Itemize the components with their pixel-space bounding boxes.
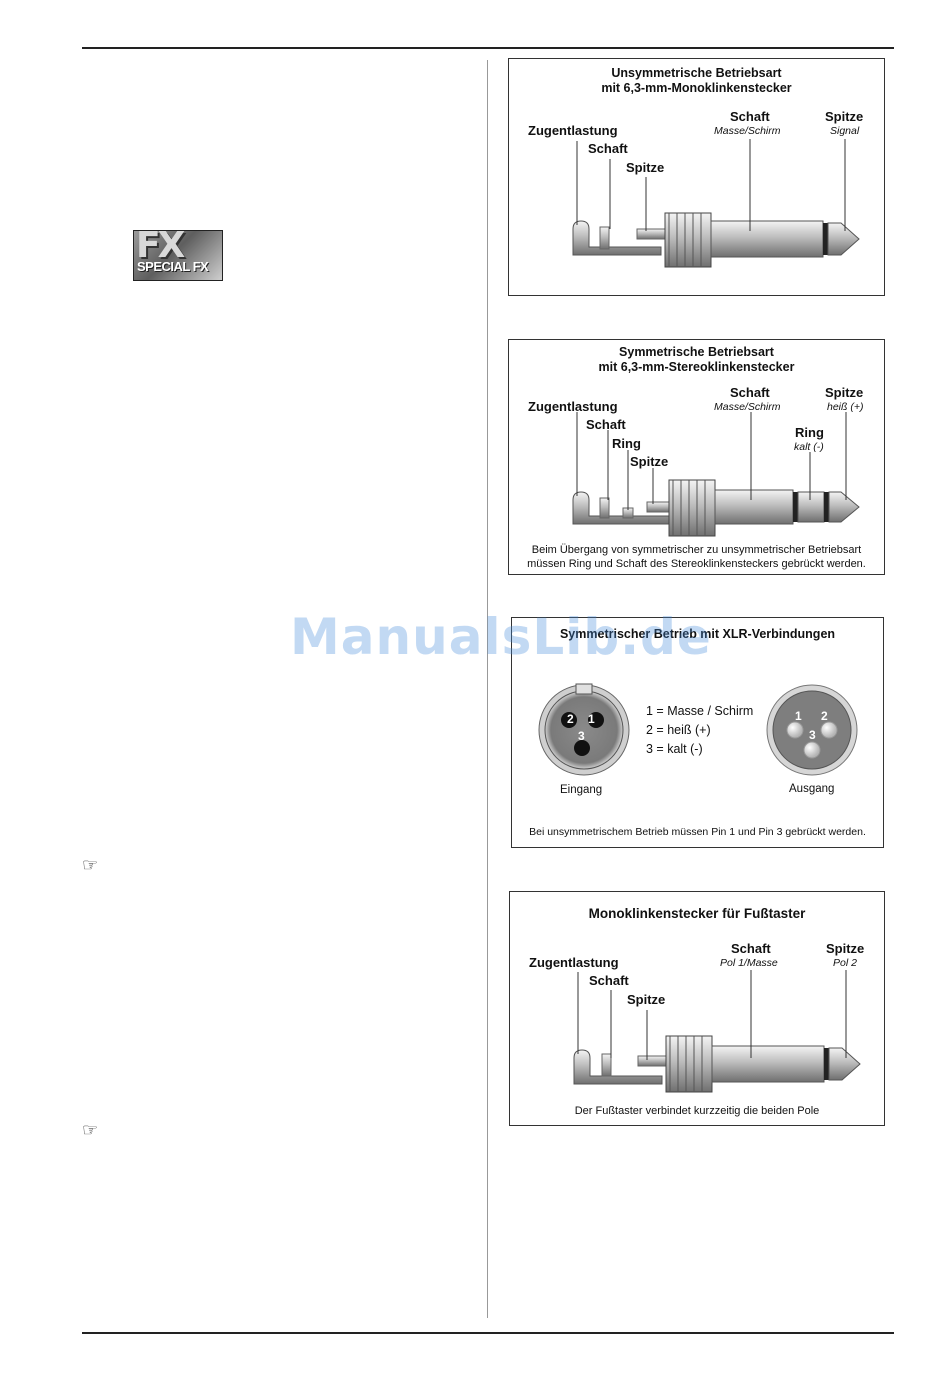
xlr-note: Bei unsymmetrischem Betrieb müssen Pin 1… bbox=[529, 826, 866, 838]
mono-label-zugentlastung: Zugentlastung bbox=[528, 123, 618, 138]
stereo-title-line2: mit 6,3-mm-Stereoklinkenstecker bbox=[598, 360, 795, 374]
xlr-in-pin1: 1 bbox=[588, 712, 595, 726]
xlr-title: Symmetrischer Betrieb mit XLR-Verbindung… bbox=[559, 627, 836, 641]
mono-label-schaft-left: Schaft bbox=[588, 141, 628, 156]
stereo-label-schaft-right: Schaft bbox=[730, 385, 770, 400]
stereo-note-line1: Beim Übergang von symmetrischer zu unsym… bbox=[531, 544, 862, 556]
mono-sub-masse-schirm: Masse/Schirm bbox=[714, 125, 781, 137]
stereo-label-ring-left: Ring bbox=[612, 436, 641, 451]
special-fx-logo: FX SPECIAL FX bbox=[133, 230, 223, 281]
mono-sub-signal: Signal bbox=[830, 125, 860, 137]
xlr-out-pin3: 3 bbox=[809, 728, 816, 742]
mono-label-schaft-right: Schaft bbox=[730, 109, 770, 124]
footswitch-jack-plug-drawing bbox=[573, 970, 861, 1093]
stereo-label-zugentlastung: Zugentlastung bbox=[528, 399, 618, 414]
mono-title-line1: Unsymmetrische Betriebsart bbox=[611, 66, 782, 80]
mono-label-spitze-left: Spitze bbox=[626, 160, 665, 175]
top-rule bbox=[82, 47, 894, 49]
footswitch-label-schaft-right: Schaft bbox=[731, 941, 771, 956]
footswitch-diagram: Monoklinkenstecker für Fußtaster Zugentl… bbox=[509, 891, 885, 1126]
xlr-diagram: Symmetrischer Betrieb mit XLR-Verbindung… bbox=[511, 617, 884, 848]
stereo-title-line1: Symmetrische Betriebsart bbox=[619, 345, 774, 359]
stereo-sub-heiss: heiß (+) bbox=[827, 401, 864, 413]
footswitch-note: Der Fußtaster verbindet kurzzeitig die b… bbox=[574, 1105, 820, 1117]
xlr-connectors-drawing bbox=[538, 683, 858, 776]
mono-jack-diagram: Unsymmetrische Betriebsart mit 6,3-mm-Mo… bbox=[508, 58, 885, 296]
stereo-jack-diagram: Symmetrische Betriebsart mit 6,3-mm-Ster… bbox=[508, 339, 885, 575]
stereo-sub-masse-schirm: Masse/Schirm bbox=[714, 401, 781, 413]
xlr-out-pin2: 2 bbox=[821, 709, 828, 723]
xlr-legend-pin3: 3 = kalt (-) bbox=[646, 742, 703, 756]
logo-fx-text: FX bbox=[136, 230, 185, 266]
pointing-hand-icon: ☞ bbox=[82, 855, 99, 875]
stereo-label-spitze-left: Spitze bbox=[630, 454, 669, 469]
xlr-label-eingang: Eingang bbox=[560, 784, 603, 796]
column-divider bbox=[487, 60, 488, 1318]
logo-special-fx-text: SPECIAL FX bbox=[137, 259, 209, 274]
stereo-label-ring-right: Ring bbox=[795, 425, 824, 440]
mono-jack-plug-drawing bbox=[572, 139, 860, 268]
xlr-label-ausgang: Ausgang bbox=[789, 783, 835, 795]
stereo-jack-plug-drawing bbox=[572, 412, 860, 537]
footswitch-sub-pol2: Pol 2 bbox=[833, 957, 857, 969]
stereo-label-spitze-right: Spitze bbox=[825, 385, 864, 400]
xlr-in-pin3: 3 bbox=[578, 729, 585, 743]
mono-label-spitze-right: Spitze bbox=[825, 109, 864, 124]
footswitch-label-zugentlastung: Zugentlastung bbox=[529, 955, 619, 970]
xlr-in-pin2: 2 bbox=[567, 712, 574, 726]
footswitch-label-schaft-left: Schaft bbox=[589, 973, 629, 988]
footswitch-label-spitze-right: Spitze bbox=[826, 941, 865, 956]
stereo-sub-kalt: kalt (-) bbox=[794, 441, 824, 453]
stereo-note-line2: müssen Ring und Schaft des Stereoklinken… bbox=[527, 558, 866, 570]
stereo-label-schaft-left: Schaft bbox=[586, 417, 626, 432]
watermark: ManualsLib.de bbox=[290, 608, 712, 666]
xlr-legend-pin1: 1 = Masse / Schirm bbox=[646, 704, 754, 718]
mono-title-line2: mit 6,3-mm-Monoklinkenstecker bbox=[601, 81, 792, 95]
xlr-legend-pin2: 2 = heiß (+) bbox=[646, 723, 711, 737]
pointing-hand-icon: ☞ bbox=[82, 1120, 99, 1140]
bottom-rule bbox=[82, 1332, 894, 1334]
xlr-out-pin1: 1 bbox=[795, 709, 802, 723]
footswitch-title: Monoklinkenstecker für Fußtaster bbox=[588, 906, 806, 921]
footswitch-sub-pol1-masse: Pol 1/Masse bbox=[720, 957, 778, 969]
footswitch-label-spitze-left: Spitze bbox=[627, 992, 666, 1007]
